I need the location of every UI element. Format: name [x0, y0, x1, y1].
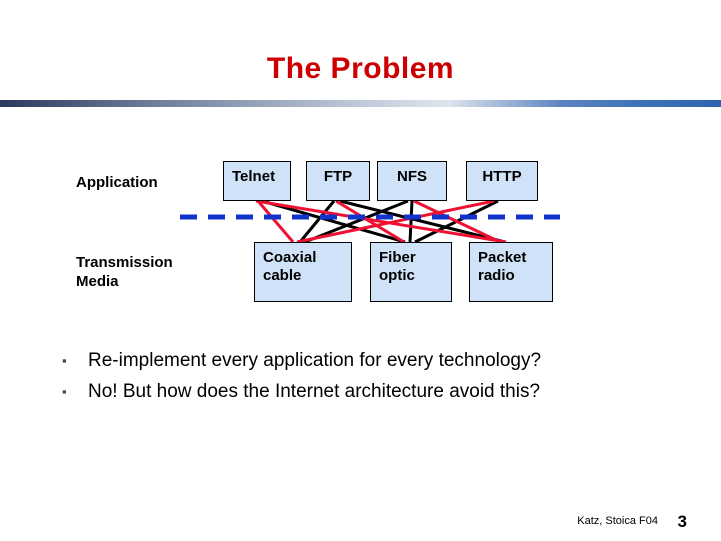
- row-label-transmission-media-line2: Media: [76, 273, 119, 290]
- row-label-transmission-media-line1: Transmission: [76, 254, 173, 271]
- link-http-coaxial: [296, 199, 495, 244]
- node-packet-radio[interactable]: Packet radio: [469, 242, 553, 302]
- link-telnet-coaxial: [256, 200, 295, 243]
- bullet-text: Re-implement every application for every…: [88, 350, 542, 371]
- link-ftp-fiber: [335, 199, 405, 244]
- footer-credit: Katz, Stoica F04: [577, 515, 658, 527]
- node-coaxial-cable-line2: cable: [263, 267, 302, 284]
- bullet-list: ▪ Re-implement every application for eve…: [62, 348, 702, 410]
- row-label-application: Application: [76, 174, 158, 191]
- node-telnet-label: Telnet: [232, 168, 276, 185]
- row-label-transmission-media: Transmission Media: [76, 253, 226, 291]
- node-packet-radio-line2: radio: [478, 267, 515, 284]
- node-coaxial-cable[interactable]: Coaxial cable: [254, 242, 352, 302]
- node-http-label: HTTP: [482, 168, 522, 185]
- link-nfs-packet: [413, 199, 501, 244]
- node-nfs[interactable]: NFS: [377, 161, 447, 201]
- node-ftp[interactable]: FTP: [306, 161, 370, 201]
- node-packet-radio-line1: Packet: [478, 249, 527, 266]
- link-ftp-coaxial: [298, 200, 336, 243]
- bullet-marker-icon: ▪: [62, 384, 67, 399]
- node-telnet[interactable]: Telnet: [223, 161, 291, 201]
- node-fiber-optic[interactable]: Fiber optic: [370, 242, 452, 302]
- link-telnet-fiber: [261, 199, 406, 244]
- list-item: ▪ Re-implement every application for eve…: [62, 348, 702, 374]
- red-links: [255, 199, 507, 244]
- node-nfs-label: NFS: [397, 168, 427, 185]
- link-ftp-packet: [339, 199, 506, 244]
- node-http[interactable]: HTTP: [466, 161, 538, 201]
- footer-page-number: 3: [677, 512, 687, 531]
- page-title: The Problem: [266, 52, 455, 85]
- link-telnet-packet: [255, 199, 507, 244]
- node-fiber-optic-line2: optic: [379, 267, 415, 284]
- bullet-marker-icon: ▪: [62, 353, 67, 368]
- node-coaxial-cable-line1: Coaxial: [263, 249, 317, 266]
- link-nfs-coaxial: [304, 199, 409, 244]
- list-item: ▪ No! But how does the Internet architec…: [62, 379, 702, 405]
- node-ftp-label: FTP: [323, 168, 353, 185]
- link-nfs-fiber: [408, 200, 414, 243]
- node-fiber-optic-line1: Fiber: [379, 249, 416, 266]
- bullet-text: No! But how does the Internet architectu…: [88, 381, 541, 402]
- title-divider: [0, 100, 721, 107]
